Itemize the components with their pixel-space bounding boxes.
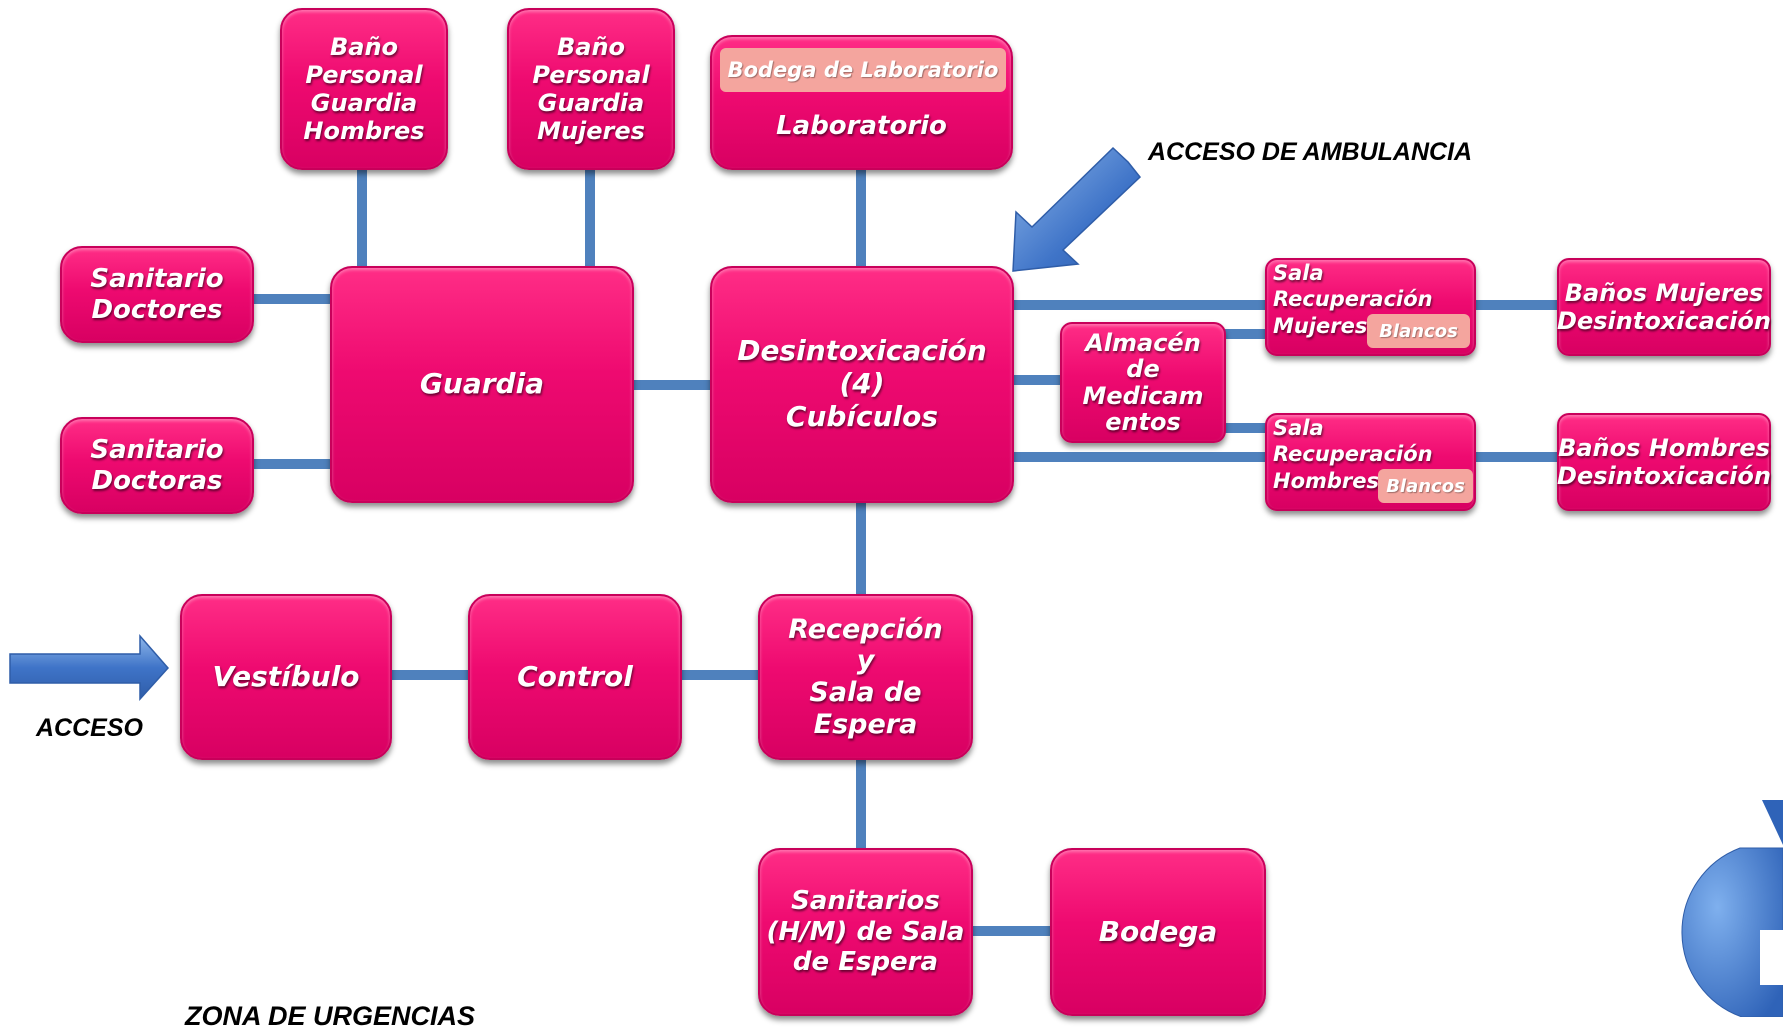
room-banos-hombres-desintoxicacion: Baños Hombres Desintoxicación [1557,413,1771,511]
connector-vestibulo-control [390,670,470,680]
tag-label: Blancos [1379,320,1458,342]
connector-almacen-sala-hombres [1224,423,1267,433]
connector-control-recepcion [680,670,760,680]
room-label: Desintoxicación (4) Cubículos [737,334,987,433]
room-label: Baño Personal Guardia Hombres [303,32,425,146]
room-guardia: Guardia [330,266,634,503]
connector-bano-hombres-guardia [357,168,367,268]
room-label: Baños Mujeres Desintoxicación [1557,278,1771,335]
room-desintoxicacion: Desintoxicación (4) Cubículos [710,266,1014,503]
tag-blancos-mujeres: Blancos [1367,314,1470,348]
room-control: Control [468,594,682,760]
room-bano-personal-guardia-hombres: Baño Personal Guardia Hombres [280,8,448,170]
connector-desintoxicacion-recepcion [856,498,866,598]
tag-blancos-hombres: Blancos [1378,469,1473,503]
connector-desintoxicacion-almacen [1012,375,1062,385]
room-almacen-de-medicamentos: Almacén de Medicam entos [1060,322,1226,443]
connector-sanitarios-bodega [970,926,1050,936]
connector-recepcion-sanitarios [856,756,866,850]
room-sanitario-doctores: Sanitario Doctores [60,246,254,343]
connector-almacen-sala-mujeres [1224,329,1267,339]
room-label: Laboratorio [776,111,947,141]
room-sala-recuperacion-hombres: Sala Recuperación Hombres [1265,413,1476,511]
tag-label: Blancos [1386,475,1465,497]
pie-icon [1681,800,1783,1017]
room-label: Sala Recuperación Hombres [1273,416,1433,493]
room-label: Baño Personal Guardia Mujeres [532,32,650,146]
arrow-down-left-icon [1012,146,1142,272]
room-label: Recepción y Sala de Espera [788,613,943,740]
room-bodega: Bodega [1050,848,1266,1016]
connector-sanitario-doctores-guardia [252,294,332,304]
connector-desintoxicacion-sala-mujeres [1012,300,1267,310]
room-sanitarios-sala-de-espera: Sanitarios (H/M) de Sala de Espera [758,848,973,1016]
room-label: Control [517,659,633,693]
label-acceso-de-ambulancia: ACCESO DE AMBULANCIA [1148,138,1473,166]
connector-sala-mujeres-banos-mujeres [1474,300,1559,310]
connector-guardia-desintoxicacion [632,380,712,390]
connector-sanitario-doctoras-guardia [252,459,332,469]
room-banos-mujeres-desintoxicacion: Baños Mujeres Desintoxicación [1557,258,1771,356]
room-label: Sanitario Doctoras [90,435,224,496]
connector-desintoxicacion-sala-hombres [1012,452,1267,462]
room-bano-personal-guardia-mujeres: Baño Personal Guardia Mujeres [507,8,675,170]
room-vestibulo: Vestíbulo [180,594,392,760]
room-label: Sala Recuperación Mujeres [1273,261,1433,338]
arrow-right-icon [9,634,170,701]
room-label: Sanitario Doctores [90,264,224,325]
connector-sala-hombres-banos-hombres [1474,452,1559,462]
tag-label: Bodega de Laboratorio [727,58,999,82]
connector-bano-mujeres-guardia [585,168,595,268]
room-label: Almacén de Medicam entos [1082,328,1204,436]
room-recepcion-y-sala-de-espera: Recepción y Sala de Espera [758,594,973,760]
room-label: Sanitarios (H/M) de Sala de Espera [766,886,965,978]
room-label: Bodega [1098,914,1218,948]
room-sanitario-doctoras: Sanitario Doctoras [60,417,254,514]
tag-bodega-de-laboratorio: Bodega de Laboratorio [720,48,1006,92]
room-label: Guardia [419,367,545,401]
connector-laboratorio-desintoxicacion [856,168,866,268]
room-label: Vestíbulo [212,659,360,693]
room-label: Baños Hombres Desintoxicación [1557,433,1771,490]
label-acceso: ACCESO [36,714,143,742]
